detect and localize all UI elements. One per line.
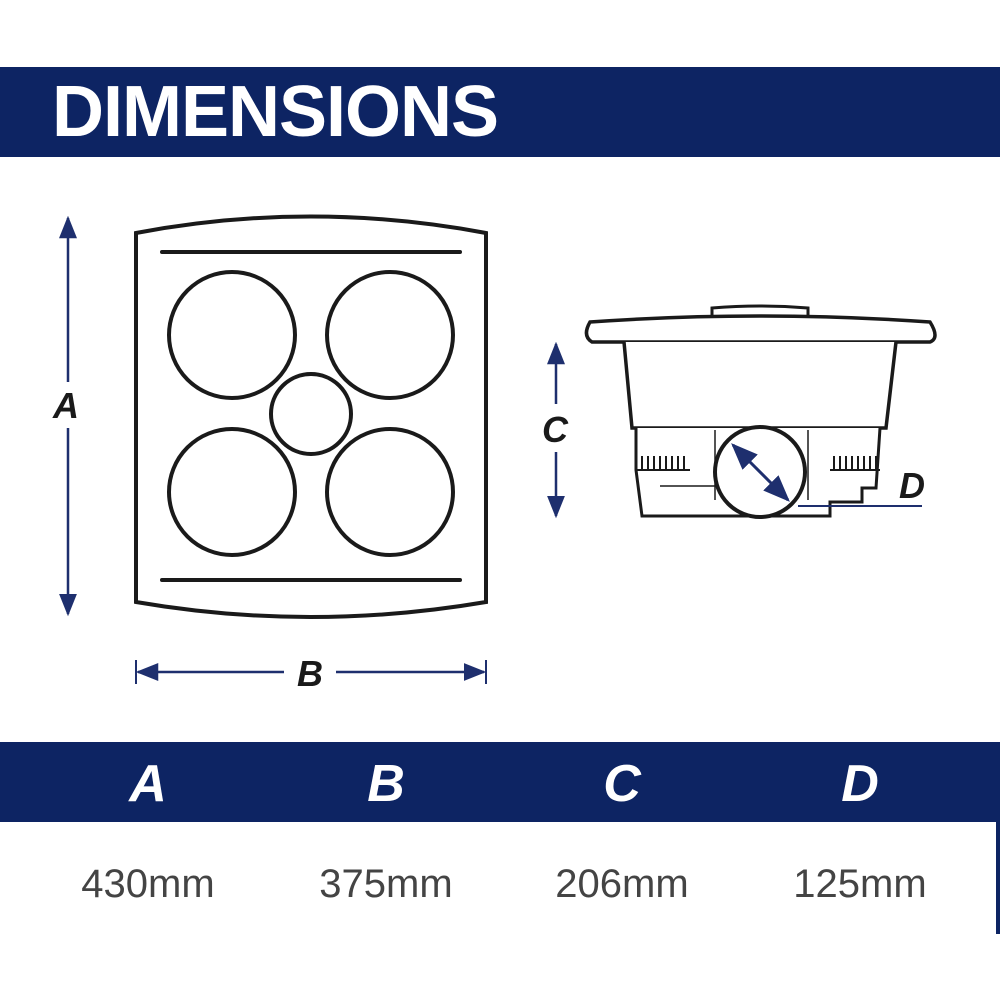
- label-a: A: [52, 385, 79, 426]
- side-view-flange: [584, 314, 937, 344]
- column-header-b: B: [367, 755, 405, 813]
- side-view-housing: [622, 341, 898, 430]
- top-view: [134, 214, 488, 619]
- duct-diameter-arrow: [731, 443, 790, 502]
- header-bar: [0, 67, 1000, 157]
- column-header-a: A: [129, 755, 167, 813]
- value-b: 375mm: [319, 862, 453, 906]
- value-c: 206mm: [555, 862, 689, 906]
- lamp-bottom-right: [325, 427, 455, 557]
- dimension-c: C: [538, 341, 574, 519]
- lamp-bottom-left: [167, 427, 297, 557]
- label-b: B: [297, 653, 323, 694]
- left-vent-fins: [641, 456, 685, 470]
- dimension-table-header: [0, 742, 1000, 822]
- label-d: D: [899, 465, 925, 506]
- value-d: 125mm: [793, 862, 927, 906]
- label-c: C: [542, 409, 569, 450]
- right-vent-fins: [833, 456, 877, 470]
- column-header-c: C: [603, 755, 641, 813]
- top-view-outline: [134, 214, 488, 619]
- dimension-a: A: [48, 215, 88, 617]
- page-title: DIMENSIONS: [52, 72, 499, 152]
- dimension-d: D: [798, 465, 925, 507]
- value-a: 430mm: [81, 862, 215, 906]
- side-view: [584, 304, 937, 519]
- column-header-d: D: [841, 755, 879, 813]
- dimension-table-body: [0, 822, 1000, 934]
- lamp-top-left: [167, 270, 297, 400]
- lamp-top-right: [325, 270, 455, 400]
- center-fan: [269, 372, 353, 456]
- dimension-b: B: [135, 650, 487, 694]
- dimension-diagram: A B: [48, 214, 937, 694]
